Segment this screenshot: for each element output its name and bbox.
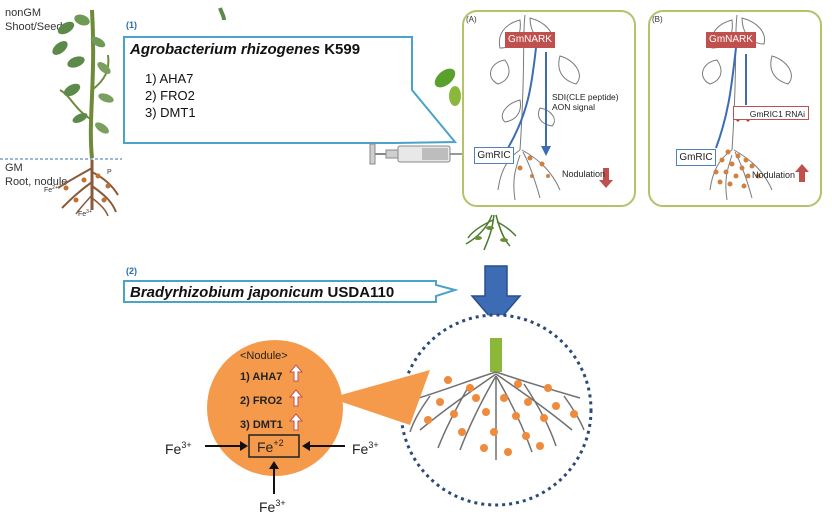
- panel-a-nodules: [517, 155, 550, 178]
- nodule-title: <Nodule>: [240, 350, 288, 362]
- fe3-label-left: Fe3+: [78, 209, 92, 218]
- panel-b-nodulation-label: Nodulation: [752, 170, 796, 180]
- panel-a-ric-label: GmRIC: [477, 150, 511, 161]
- panel-b-upward-arrow: [715, 47, 737, 149]
- nodule-gene-fro2: 2) FRO2: [240, 395, 282, 407]
- step2-number: (2): [126, 266, 137, 276]
- panel-a-plant-icon: [490, 14, 580, 201]
- panel-b-ric-box: GmRIC: [676, 149, 716, 166]
- gm-label: GM Root, nodule: [5, 161, 67, 189]
- step1-gene-list: 1) AHA7 2) FRO2 3) DMT1: [145, 70, 196, 121]
- panel-b-nark-box: GmNARK: [706, 32, 756, 48]
- step2-callout-box: [123, 280, 459, 303]
- root-zoom-nodules: [424, 376, 578, 456]
- aha7-up-arrow-icon: [288, 364, 304, 382]
- panel-b-ric-label: GmRIC: [679, 152, 713, 163]
- panel-a-upward-arrow: [507, 47, 537, 149]
- nongm-label-line1: nonGM: [5, 7, 42, 19]
- step2-title: Bradyrhizobium japonicum USDA110: [130, 284, 394, 301]
- step1-title: Agrobacterium rhizogenes K599: [130, 41, 360, 58]
- gm-label-line2: Root, nodule: [5, 176, 68, 188]
- panel-b-letter: (B): [652, 15, 663, 24]
- fe2-box: [248, 434, 300, 458]
- panel-a-signal-text: SDI(CLE peptide) AON signal: [552, 92, 619, 112]
- panel-a-nark-box: GmNARK: [505, 32, 555, 48]
- left-plant-shoot-icon: [52, 7, 226, 159]
- fro2-up-arrow-icon: [288, 389, 304, 407]
- panel-b-rnai-label: GmRIC1 RNAi: [749, 109, 805, 119]
- step1-organism: Agrobacterium rhizogenes: [130, 41, 321, 58]
- panel-a-signal-line1: SDI(CLE peptide): [552, 92, 619, 102]
- sprout-icon: [434, 68, 461, 106]
- panel-a-nark-label: GmNARK: [508, 34, 552, 45]
- step1-callout-box: [123, 36, 458, 144]
- panel-b-nark-label: GmNARK: [709, 34, 753, 45]
- fe2-center-label: Fe+2: [257, 438, 284, 455]
- step2-organism: Bradyrhizobium japonicum: [130, 284, 324, 301]
- step1-strain: K599: [320, 41, 361, 58]
- panel-a-nodulation-label: Nodulation: [562, 169, 606, 179]
- fe3-right-label: Fe3+: [352, 440, 379, 457]
- nodulation-down-arrow-icon: [599, 168, 613, 188]
- down-arrow-icon: [470, 265, 522, 326]
- nodule-gene-dmt1: 3) DMT1: [240, 419, 283, 431]
- panel-a-letter: (A): [466, 15, 477, 24]
- step1-gene-3: 3) DMT1: [145, 105, 196, 120]
- panel-b-rnai-box: GmRIC1 RNAi: [733, 106, 809, 120]
- dmt1-up-arrow-icon: [288, 413, 304, 431]
- panel-a-signal-line2: AON signal: [552, 102, 595, 112]
- step1-gene-2: 2) FRO2: [145, 88, 195, 103]
- left-plant-root-icon: [57, 160, 119, 217]
- grass-leaves: [474, 226, 508, 242]
- syringe-icon: [369, 143, 470, 165]
- step2-strain: USDA110: [323, 284, 395, 301]
- grass-tuft-icon: [465, 214, 517, 251]
- nongm-label-line2: Shoot/Seed: [5, 21, 63, 33]
- bubble-pointer: [330, 370, 430, 425]
- fe2-label-left: Fe2+: [44, 185, 58, 194]
- gm-label-line1: GM: [5, 162, 23, 174]
- step1-number: (1): [126, 20, 137, 30]
- nodule-gene-aha7: 1) AHA7: [240, 371, 282, 383]
- step1-gene-1: 1) AHA7: [145, 71, 194, 86]
- fe3-bottom-label: Fe3+: [259, 498, 286, 515]
- nodulation-up-arrow-icon: [795, 164, 809, 182]
- panel-b-nodules: [713, 149, 761, 189]
- nongm-label: nonGM Shoot/Seed: [5, 6, 63, 34]
- p-label-left: P: [107, 169, 112, 176]
- panel-a-ric-box: GmRIC: [474, 147, 514, 164]
- fe3-left-label: Fe3+: [165, 440, 192, 457]
- gene-up-arrows: [288, 364, 304, 431]
